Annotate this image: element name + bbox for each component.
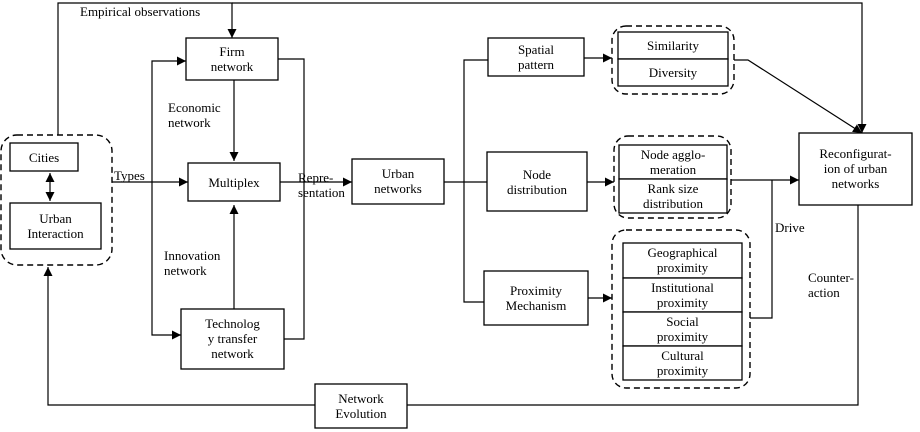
representation-label: Repre- sentation xyxy=(298,170,345,200)
counteraction-line xyxy=(407,205,859,406)
drive-label: Drive xyxy=(775,220,805,235)
urban-interaction-box xyxy=(9,202,102,250)
firm-to-right-bracket xyxy=(278,58,305,182)
tech-transfer-label: Technolog y transfer network xyxy=(205,316,260,361)
network-evolution-box xyxy=(314,383,408,429)
evolution-to-interaction-arrow xyxy=(43,267,315,406)
cities-group-dashed xyxy=(0,134,113,266)
counteraction-label: Counter- action xyxy=(808,270,854,300)
rank-size-box xyxy=(618,178,728,214)
firm-network-box xyxy=(185,37,279,81)
geographical-box xyxy=(622,242,743,279)
similarity-to-reconfiguration xyxy=(734,59,863,134)
cultural-box xyxy=(622,345,743,381)
node-agglomeration-label: Node agglo- meration xyxy=(640,147,706,177)
bracket-to-proximity xyxy=(463,182,484,303)
urban-networks-label: Urban networks xyxy=(374,166,422,196)
geographical-label: Geographical proximity xyxy=(647,245,718,275)
proximity-mechanism-label: Proximity Mechanism xyxy=(505,283,567,313)
reconfiguration-label: Reconfigurat- ion of urban networks xyxy=(819,146,892,191)
institutional-box xyxy=(622,277,743,313)
urban-interaction-label: Urban Interaction xyxy=(27,211,84,241)
cultural-label: Cultural proximity xyxy=(656,348,709,378)
rank-size-label: Rank size distribution xyxy=(643,181,703,211)
proximity-mechanism-box xyxy=(483,270,589,326)
diversity-box xyxy=(617,58,729,87)
similarity-label: Similarity xyxy=(647,38,699,53)
empirical-line-to-firm xyxy=(57,2,237,135)
types-label: Types xyxy=(114,168,145,183)
social-label: Social proximity xyxy=(656,314,709,344)
multiplex-label: Multiplex xyxy=(208,175,260,190)
node-distribution-label: Node distribution xyxy=(507,167,567,197)
similarity-box xyxy=(617,31,729,60)
urban-networks-box xyxy=(351,158,445,205)
distribution-group-dashed xyxy=(613,135,732,219)
social-box xyxy=(622,311,743,347)
bracket-to-firm xyxy=(151,56,186,182)
empirical-observations-label: Empirical observations xyxy=(80,4,201,19)
tech-transfer-box xyxy=(180,308,285,370)
spatial-pattern-box xyxy=(487,37,585,77)
innovation-network-label: Innovation network xyxy=(164,248,221,278)
bracket-to-spatial xyxy=(463,59,488,182)
node-agglomeration-box xyxy=(618,144,728,180)
institutional-label: Institutional proximity xyxy=(651,280,714,310)
multiplex-box xyxy=(187,162,281,202)
cities-box xyxy=(9,142,79,172)
tech-to-right-bracket xyxy=(284,182,305,340)
spatial-pattern-label: Spatial pattern xyxy=(517,42,555,72)
diversity-label: Diversity xyxy=(648,65,698,80)
network-evolution-label: Network Evolution xyxy=(335,391,387,421)
empirical-line-to-reconfiguration xyxy=(232,2,867,133)
economic-network-label: Economic network xyxy=(168,100,221,130)
proximity-group-dashed xyxy=(611,229,751,389)
firm-network-label: Firm network xyxy=(210,44,254,74)
cities-label: Cities xyxy=(28,150,60,165)
bracket-to-tech xyxy=(151,182,181,340)
proximity-drive-line xyxy=(750,180,773,319)
reconfiguration-box xyxy=(798,132,913,206)
